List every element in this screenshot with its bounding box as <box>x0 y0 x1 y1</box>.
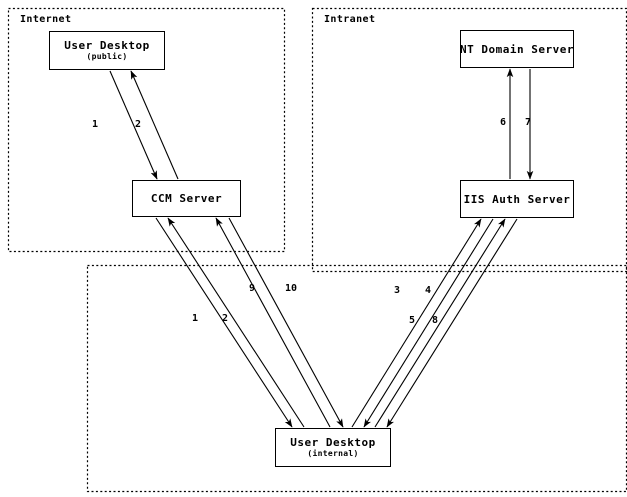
node-user-desktop-internal[interactable]: User Desktop(internal) <box>275 428 391 467</box>
node-title: User Desktop <box>290 436 376 449</box>
arrow-4 <box>363 218 494 428</box>
arrow-2-public <box>130 70 179 180</box>
label-1-public: 1 <box>92 119 99 130</box>
node-ccm-server[interactable]: CCM Server <box>132 180 241 217</box>
node-subtitle: (internal) <box>307 449 359 458</box>
label-6: 6 <box>500 117 507 128</box>
node-title: NT Domain Server <box>460 42 574 56</box>
zone-boundaries <box>7 7 627 493</box>
label-1-internal: 1 <box>192 313 199 324</box>
arrow-1-public <box>109 70 158 180</box>
node-iis-auth-server[interactable]: IIS Auth Server <box>460 180 574 218</box>
label-4: 4 <box>425 285 432 296</box>
node-nt-domain-server[interactable]: NT Domain Server <box>460 30 574 68</box>
label-5: 5 <box>409 315 416 326</box>
arrow-9 <box>215 217 331 428</box>
arrow-10 <box>228 217 344 428</box>
arrow-2-internal <box>167 217 305 428</box>
zone-internet <box>7 7 286 253</box>
arrow-3 <box>351 218 482 428</box>
arrow-5 <box>374 218 506 428</box>
label-2-internal: 2 <box>222 313 229 324</box>
node-user-desktop-public[interactable]: User Desktop(public) <box>49 31 165 70</box>
node-title: User Desktop <box>64 39 150 52</box>
node-title: IIS Auth Server <box>463 192 571 206</box>
label-7: 7 <box>525 117 532 128</box>
node-title: CCM Server <box>150 192 223 205</box>
label-9: 9 <box>249 283 256 294</box>
zone-label-internet: Internet <box>20 14 72 25</box>
label-3: 3 <box>394 285 401 296</box>
arrow-1-internal <box>155 217 293 428</box>
node-subtitle: (public) <box>86 52 128 61</box>
flow-arrows <box>109 68 534 428</box>
arrow-8 <box>386 218 518 428</box>
zone-label-intranet: Intranet <box>324 14 376 25</box>
label-2-public: 2 <box>135 119 142 130</box>
label-10: 10 <box>285 283 298 294</box>
label-8: 8 <box>432 315 439 326</box>
